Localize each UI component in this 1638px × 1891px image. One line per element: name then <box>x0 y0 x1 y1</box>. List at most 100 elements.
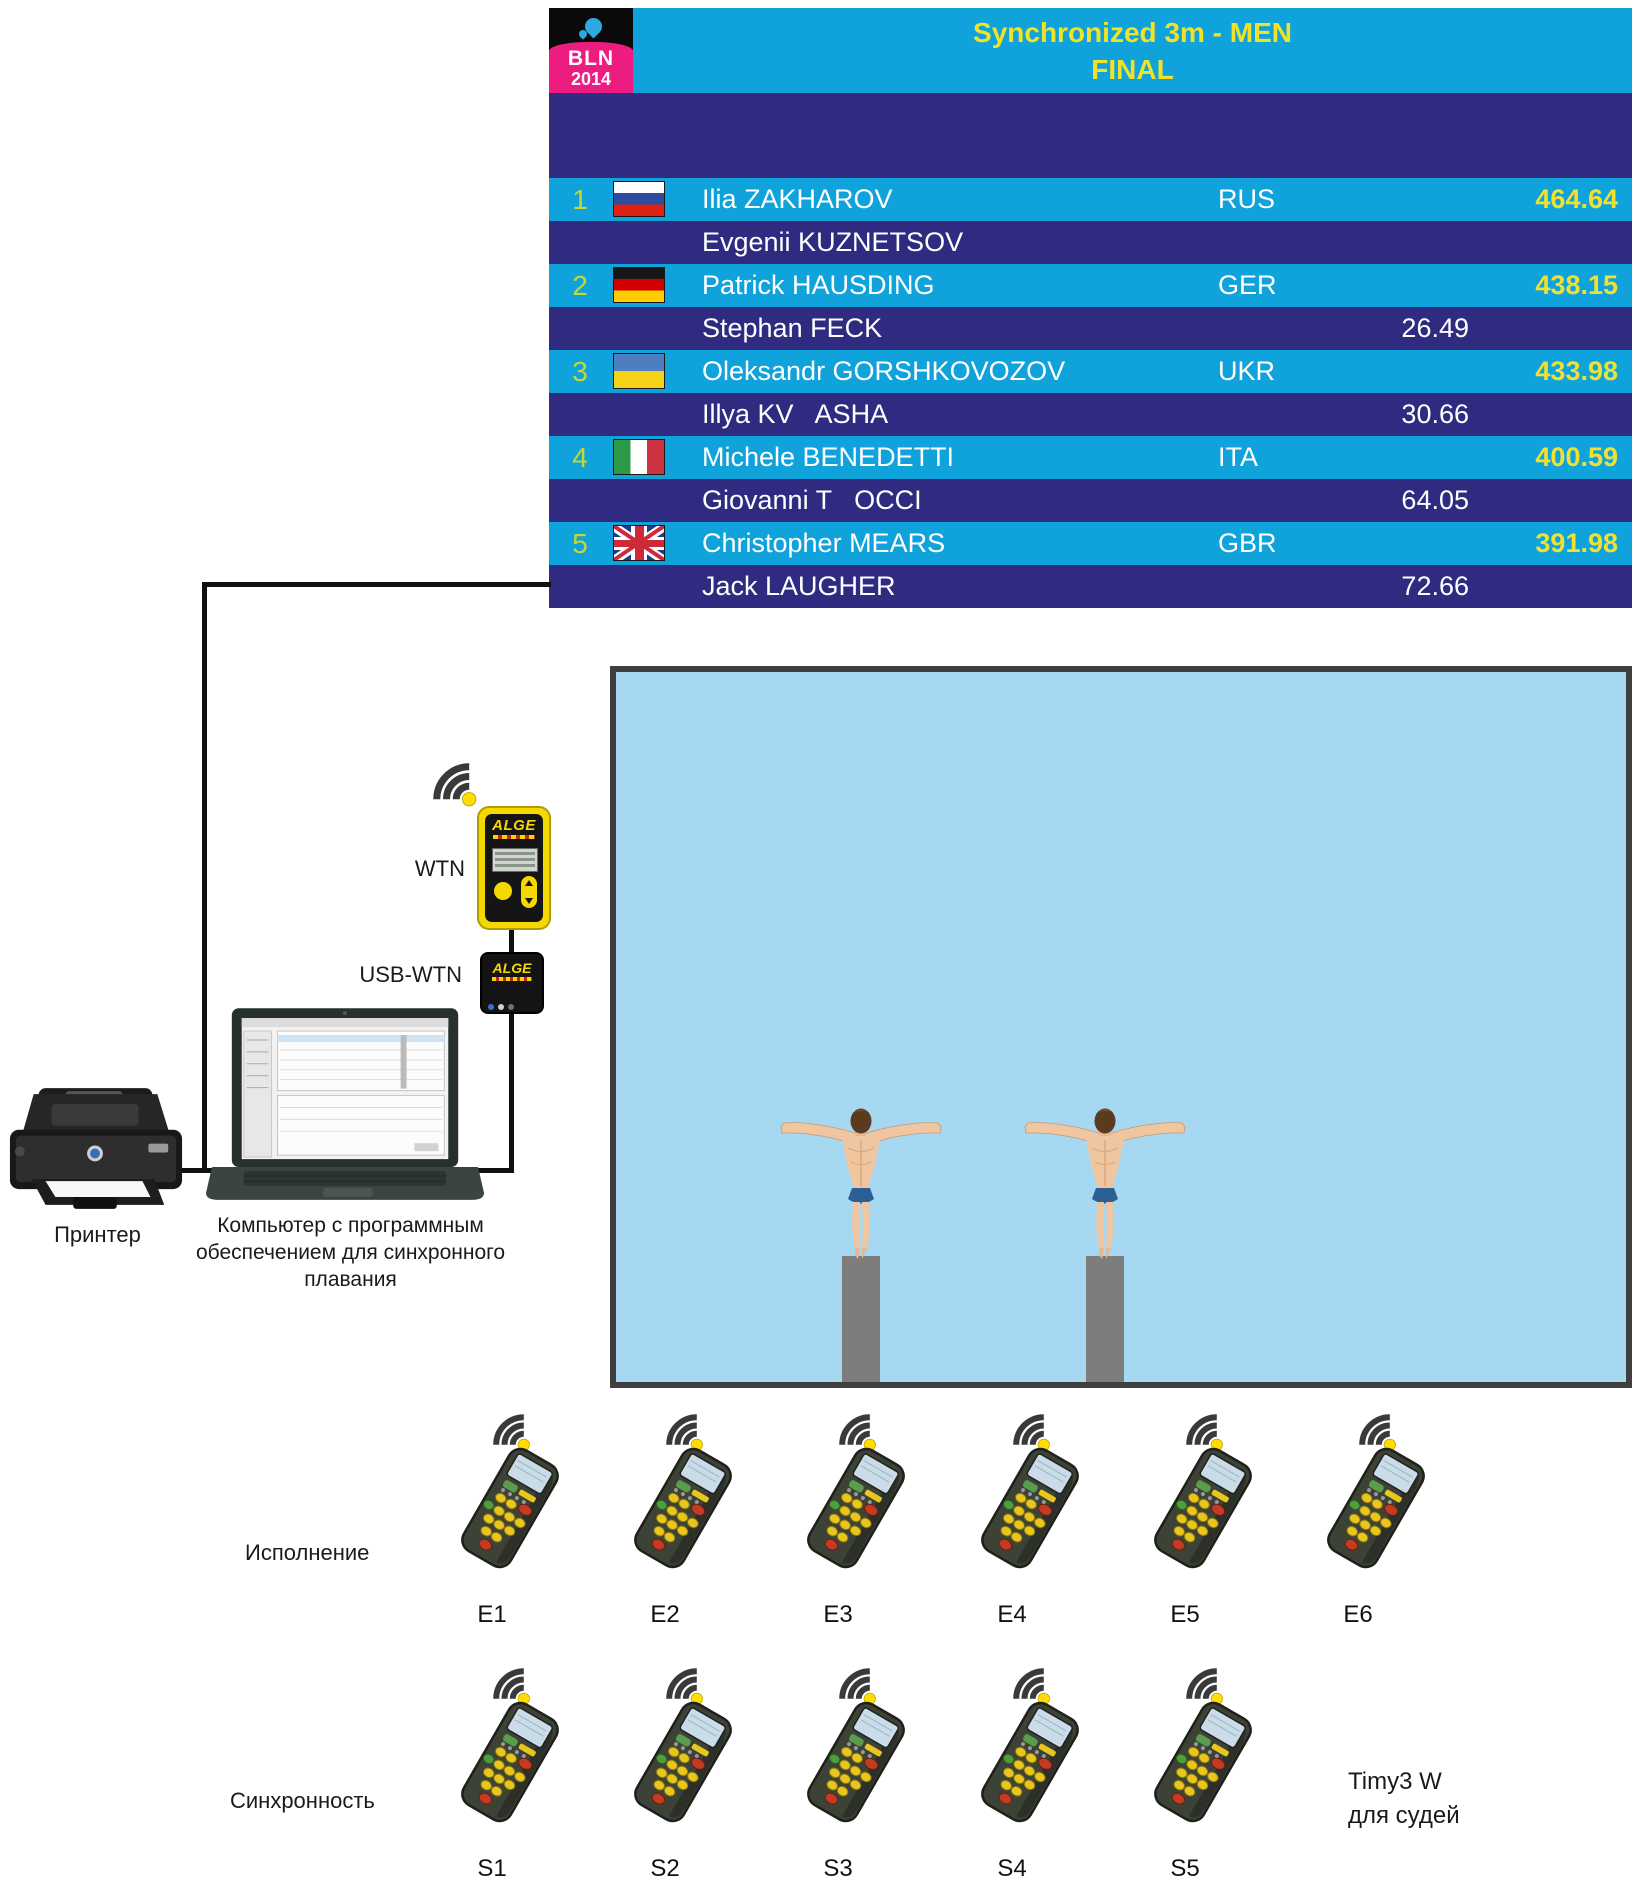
partner-name: Giovanni T OCCI <box>702 485 922 515</box>
printer-image <box>9 1088 183 1209</box>
timy-keypad-device <box>1154 1701 1252 1823</box>
rank-number: 1 <box>572 184 588 215</box>
team-main-row: 2 Patrick HAUSDING GER 438.15 <box>549 264 1632 307</box>
timy-keypad-device <box>1154 1447 1252 1569</box>
noc-code: GER <box>1218 270 1277 300</box>
wifi-icon <box>666 1414 703 1451</box>
wire-wtn-vertical <box>509 926 514 1172</box>
noc-code: ITA <box>1218 442 1258 472</box>
alge-logo-bar <box>492 977 532 981</box>
computer-label-line3: плавания <box>304 1268 397 1291</box>
wtn-menu-button <box>494 882 512 900</box>
rank-number: 4 <box>572 442 588 473</box>
total-score: 400.59 <box>1535 442 1618 472</box>
computer-label: Компьютер с программным обеспечением для… <box>178 1212 523 1293</box>
wifi-icon <box>1186 1414 1223 1451</box>
country-flag-icon <box>613 267 665 303</box>
noc-code: UKR <box>1218 356 1276 386</box>
usb-wtn-label: USB-WTN <box>359 962 462 987</box>
diving-pool <box>610 666 1632 1388</box>
partner-score: 72.66 <box>1401 571 1469 601</box>
timy-keypad-device <box>981 1701 1079 1823</box>
country-flag-icon <box>613 181 665 217</box>
timy-keypad-device <box>634 1701 732 1823</box>
computer-label-line2: обеспечением для синхронного <box>195 1241 506 1264</box>
judge-device-group: S3 <box>786 1662 926 1887</box>
diver-figure <box>780 1108 942 1259</box>
partner-score <box>1349 221 1469 264</box>
device-label: S2 <box>650 1855 680 1882</box>
wtn-device: ALGE <box>477 806 551 930</box>
timy-keypad-device <box>461 1447 559 1569</box>
total-score: 438.15 <box>1535 270 1618 300</box>
scoreboard-header: Synchronized 3m - MEN FINAL <box>549 8 1632 93</box>
judge-device-group: S4 <box>960 1662 1100 1887</box>
device-label: E1 <box>477 1601 507 1628</box>
wifi-icon <box>493 1414 530 1451</box>
diver-name: Michele BENEDETTI <box>702 442 955 472</box>
total-score: 391.98 <box>1535 528 1618 558</box>
wifi-icon <box>1186 1668 1223 1705</box>
team-main-row: 1 Ilia ZAKHAROV RUS 464.64 <box>549 178 1632 221</box>
timy-note-line1: Timy3 W <box>1348 1768 1442 1795</box>
partner-name: Jack LAUGHER <box>702 571 896 601</box>
judge-device-group: S5 <box>1133 1662 1273 1887</box>
total-score: 464.64 <box>1535 184 1618 214</box>
logo-pink-panel: BLN 2014 <box>549 42 633 93</box>
wire-table-horizontal <box>202 582 551 587</box>
team-main-row: 4 Michele BENEDETTI ITA 400.59 <box>549 436 1632 479</box>
diver-name: Oleksandr GORSHKOVOZOV <box>702 356 1066 386</box>
timy-note: Timy3 W для судей <box>1348 1765 1460 1833</box>
diver-name: Christopher MEARS <box>702 528 946 558</box>
wtn-label: WTN <box>414 856 465 881</box>
timy-keypad-device <box>807 1701 905 1823</box>
device-label: E4 <box>997 1601 1027 1628</box>
team-partner-row: Evgenii KUZNETSOV <box>549 221 1632 264</box>
union-jack-part <box>614 539 664 547</box>
team-partner-row: Stephan FECK 26.49 <box>549 307 1632 350</box>
wifi-icon <box>493 1668 530 1705</box>
scoreboard: Synchronized 3m - MEN FINAL BLN 2014 1 I… <box>549 8 1632 608</box>
total-score: 433.98 <box>1535 356 1618 386</box>
scoreboard-rows: 1 Ilia ZAKHAROV RUS 464.64 Evgenii KUZNE… <box>549 178 1632 608</box>
judge-device-group: E1 <box>440 1408 580 1633</box>
usb-wtn-leds <box>488 997 536 1010</box>
team-partner-row: Jack LAUGHER 72.66 <box>549 565 1632 608</box>
device-label: S1 <box>477 1855 507 1882</box>
team-partner-row: Illya KV ASHA 30.66 <box>549 393 1632 436</box>
judge-device-group: E2 <box>613 1408 753 1633</box>
rank-number: 5 <box>572 528 588 559</box>
logo-black-panel <box>549 8 633 48</box>
judge-device-group: S2 <box>613 1662 753 1887</box>
team-main-row: 5 Christopher MEARS GBR 391.98 <box>549 522 1632 565</box>
wtn-display <box>492 848 538 872</box>
wire-printer-laptop <box>168 1168 240 1173</box>
device-label: S5 <box>1170 1855 1200 1882</box>
alge-logo-text: ALGE <box>492 817 536 834</box>
partner-score: 30.66 <box>1401 399 1469 429</box>
execution-row-label: Исполнение <box>245 1540 370 1565</box>
rank-number: 2 <box>572 270 588 301</box>
wifi-icon <box>1359 1414 1396 1451</box>
alge-logo-text: ALGE <box>492 960 532 976</box>
judge-device-group: E6 <box>1306 1408 1446 1633</box>
team-main-row: 3 Oleksandr GORSHKOVOZOV UKR 433.98 <box>549 350 1632 393</box>
timy-note-line2: для судей <box>1348 1802 1460 1829</box>
timy-keypad-device <box>1327 1447 1425 1569</box>
diving-platform-right <box>1086 1256 1124 1382</box>
team-partner-row: Giovanni T OCCI 64.05 <box>549 479 1632 522</box>
judge-device-group: S1 <box>440 1662 580 1887</box>
partner-score: 64.05 <box>1401 485 1469 515</box>
judge-device-group: E4 <box>960 1408 1100 1633</box>
diving-platform-left <box>842 1256 880 1382</box>
diver-name: Patrick HAUSDING <box>702 270 935 300</box>
event-title-line1: Synchronized 3m - MEN <box>973 17 1292 48</box>
laptop-image <box>206 1008 484 1200</box>
device-label: E3 <box>823 1601 853 1628</box>
device-label: E6 <box>1343 1601 1373 1628</box>
judge-device-group: E3 <box>786 1408 926 1633</box>
country-flag-icon <box>613 353 665 389</box>
timy-keypad-device <box>981 1447 1079 1569</box>
event-title: Synchronized 3m - MEN FINAL <box>633 14 1632 88</box>
